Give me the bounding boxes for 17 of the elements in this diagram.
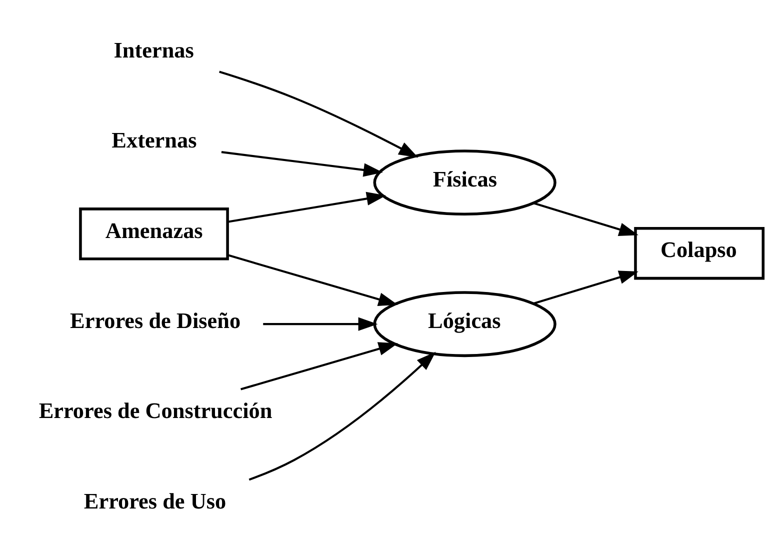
arrow [263, 316, 378, 330]
node-text: Errores de Construcción [38, 398, 272, 423]
node-text: Internas [114, 36, 194, 62]
node-text: Externas [112, 127, 197, 152]
node-box: Amenazas [79, 207, 229, 260]
node-ellipse: Físicas [373, 149, 556, 216]
arrow [248, 351, 436, 480]
node-text: Errores de Diseño [70, 307, 241, 332]
arrow [532, 202, 638, 236]
arrow [219, 70, 418, 158]
node-box: Colapso [634, 226, 765, 280]
arrow [240, 342, 398, 390]
arrow [532, 270, 638, 304]
arrow [227, 191, 386, 222]
arrow [227, 254, 398, 306]
arrow [221, 150, 383, 176]
node-text: Errores de Uso [84, 488, 226, 513]
